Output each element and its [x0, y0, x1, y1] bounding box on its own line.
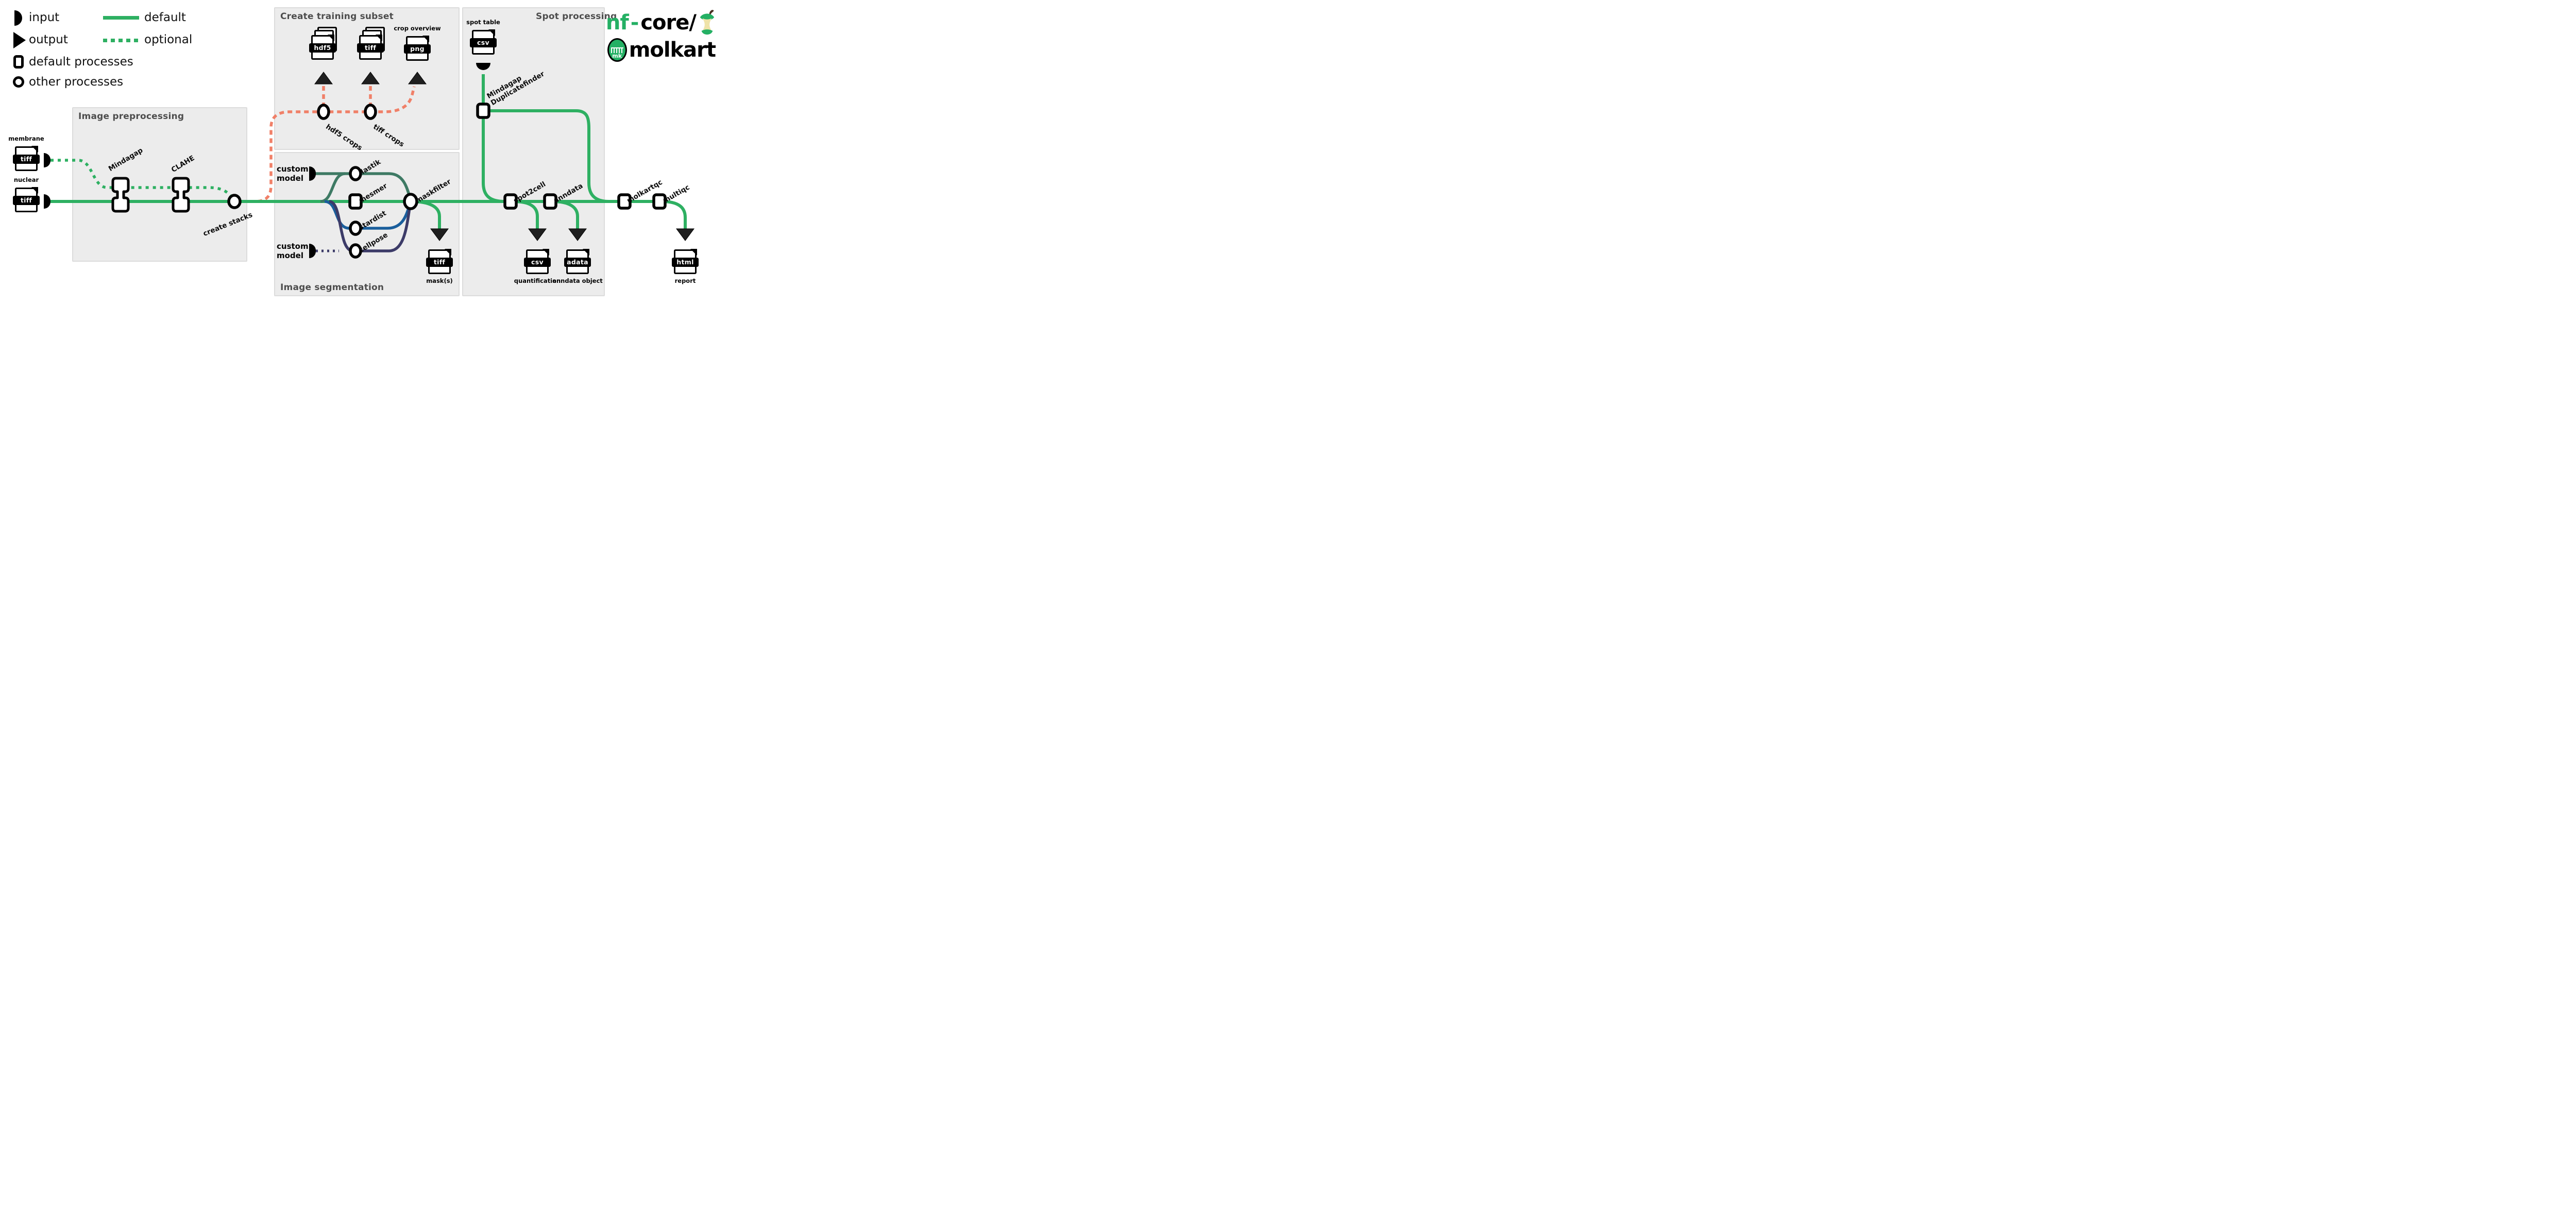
- legend-default-line: [103, 16, 139, 20]
- tiff-crops-file-icon: tiff: [357, 27, 385, 60]
- arrow-masks: [430, 228, 449, 241]
- masks-file-icon: tiff: [426, 246, 453, 274]
- edge-ilastik-branch: [320, 172, 346, 203]
- logo-molkart: molkart: [629, 38, 716, 62]
- pipeline-diagram: Image preprocessing Create training subs…: [0, 0, 723, 304]
- edge-duplicatefinder-down: [482, 111, 505, 203]
- custom-model-bottom-input-icon: [309, 244, 316, 258]
- spot-table-caption: spot table: [466, 19, 500, 26]
- node-tiff-crops: [364, 104, 377, 120]
- mk-badge-comb: [611, 47, 623, 53]
- custom-model-top-input-icon: [309, 166, 316, 181]
- crop-overview-file-icon: png: [404, 33, 431, 61]
- report-caption: report: [674, 277, 696, 284]
- title-spot-processing: Spot processing: [536, 11, 617, 22]
- legend-output-icon: [13, 32, 26, 48]
- tiff-crops-file-ext: tiff: [357, 43, 384, 53]
- quantification-caption: quantification: [514, 277, 561, 284]
- nf-core-molkart-logo: nf-core/ mk molkart: [606, 8, 716, 62]
- hdf5-crops-file-icon: hdf5: [309, 27, 337, 60]
- spot-table-file-ext: csv: [470, 38, 497, 47]
- node-clahe: [172, 177, 190, 213]
- arrow-quantification: [528, 228, 547, 241]
- title-image-segmentation: Image segmentation: [280, 282, 384, 293]
- arrow-crop-overview: [408, 72, 427, 84]
- node-anndata: [543, 193, 557, 210]
- title-image-preprocessing: Image preprocessing: [78, 111, 184, 122]
- membrane-caption: membrane: [8, 135, 44, 142]
- edge-spot2cell-to-quantification: [512, 200, 539, 230]
- spot-table-input-icon: [476, 63, 490, 70]
- node-molkartqc: [617, 193, 632, 210]
- legend-input-label: input: [29, 11, 60, 24]
- nuclear-caption: nuclear: [13, 176, 39, 183]
- membrane-input-icon: [44, 153, 50, 167]
- masks-file-ext: tiff: [426, 258, 453, 267]
- logo-dash: -: [630, 11, 639, 35]
- masks-caption: mask(s): [426, 277, 453, 284]
- node-mesmer: [348, 193, 363, 210]
- mk-badge-icon: mk: [607, 38, 627, 62]
- arrow-hdf5-crops: [314, 72, 333, 84]
- mk-badge-label: mk: [612, 53, 622, 59]
- node-stardist: [349, 221, 362, 236]
- membrane-file-icon: tiff: [13, 143, 40, 171]
- report-file-ext: html: [672, 258, 699, 267]
- title-create-training-subset: Create training subset: [280, 11, 394, 22]
- spot-table-file-icon: csv: [470, 27, 497, 55]
- edge-membrane-optional: [50, 159, 233, 198]
- logo-core: core/: [640, 11, 697, 35]
- legend-output-label: output: [29, 33, 68, 46]
- box-spot-processing: [462, 7, 605, 296]
- legend-default-label: default: [144, 11, 186, 24]
- legend-other-process-icon: [13, 76, 24, 88]
- edge-duplicatefinder-bypass: [489, 109, 609, 203]
- box-image-preprocessing: [72, 107, 247, 262]
- legend-input-icon: [14, 10, 22, 26]
- anndata-object-caption: anndata object: [552, 277, 603, 284]
- arrow-anndata-object: [568, 228, 587, 241]
- crop-overview-caption: crop overview: [394, 25, 441, 32]
- node-duplicatefinder: [476, 103, 490, 119]
- crop-overview-file-ext: png: [404, 44, 431, 54]
- node-cellpose: [349, 243, 362, 259]
- arrow-tiff-crops: [361, 72, 380, 84]
- node-spot2cell: [503, 193, 518, 210]
- node-maskfilter: [403, 193, 418, 210]
- legend-default-processes-label: default processes: [29, 55, 133, 69]
- anndata-object-file-icon: adata: [564, 246, 591, 274]
- hdf5-crops-file-ext: hdf5: [309, 43, 336, 53]
- nuclear-file-ext: tiff: [13, 196, 40, 205]
- legend-default-process-icon: [13, 55, 24, 69]
- quantification-file-icon: csv: [524, 246, 551, 274]
- legend-optional-line: [103, 39, 139, 42]
- edge-anndata-to-object: [552, 200, 579, 230]
- report-file-icon: html: [672, 246, 699, 274]
- connector-layer: [50, 72, 694, 259]
- node-ilastik: [349, 166, 362, 181]
- node-create-stacks: [227, 194, 242, 209]
- node-multiqc: [652, 193, 667, 210]
- quantification-file-ext: csv: [524, 258, 551, 267]
- nuclear-file-icon: tiff: [13, 184, 40, 212]
- node-mindagap: [111, 177, 130, 213]
- legend-other-processes-label: other processes: [29, 75, 124, 89]
- arrow-report: [676, 228, 694, 241]
- edge-create-stacks-to-crops: [241, 86, 416, 203]
- node-hdf5-crops: [317, 104, 330, 120]
- edge-multiqc-to-report: [661, 200, 687, 230]
- nuclear-input-icon: [44, 194, 50, 209]
- legend-optional-label: optional: [144, 33, 193, 46]
- anndata-object-file-ext: adata: [564, 258, 591, 267]
- apple-core-icon: [700, 10, 715, 35]
- membrane-file-ext: tiff: [13, 155, 40, 164]
- logo-nf: nf: [605, 11, 629, 35]
